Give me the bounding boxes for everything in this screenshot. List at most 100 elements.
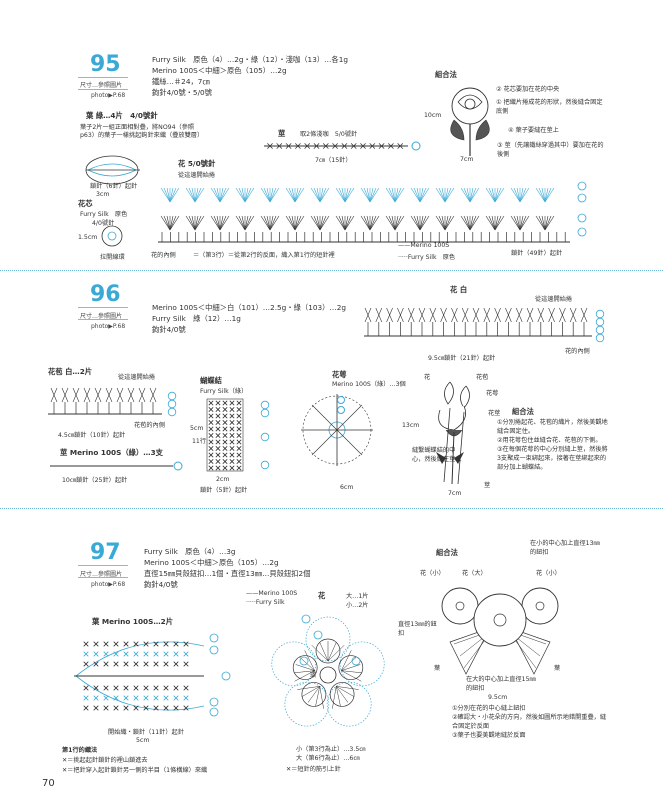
row1-line: ✕＝把針穿入起針鎖針另一側的半目（1條橫線）來織 [62,767,208,774]
stitch-mark [123,641,129,647]
stitch-mark [335,686,341,707]
stitch-mark [83,641,89,647]
stem-label-95: 莖 [278,129,286,138]
flower-label-96: 花 白 [450,285,468,294]
stitch-mark [336,686,349,703]
stitch-mark [103,685,109,691]
flower-foundation-96: 9.5㎝鎖針（21針）起針 [428,355,496,362]
row-number-circle [167,407,177,417]
stitch-mark [116,387,124,403]
flower-label-97: 花 [318,591,326,600]
fan-stitch [469,187,480,203]
fan-stitch [394,187,405,203]
stitch-mark [72,387,80,403]
stitch-mark [537,307,545,323]
fan-stitch [244,187,255,203]
stitch-mark [332,686,337,709]
assembly-label: 花 [424,374,431,381]
stitch-mark [133,641,139,647]
fan-stitch [263,187,271,203]
legend-merino-97: ——Merino 100S [246,590,298,597]
stitch-mark [173,651,179,657]
fan-stitch [344,215,352,231]
stitch-mark [569,307,577,323]
stitch-mark [173,695,179,701]
fan-stitch [369,215,374,231]
fan-stitch [444,187,452,203]
fan-stitch [469,215,480,231]
fan-stitch [463,215,471,231]
bud-start-96: 從這邊開始捲 [118,374,156,381]
stitch-mark [215,439,221,445]
bow-label-96: 蝴蝶結 [200,376,222,385]
fan-stitch [235,187,246,203]
stitch-mark [397,307,404,323]
stitch-mark [163,705,169,711]
row-number-circle [577,181,587,191]
fan-stitch [344,187,352,203]
stitch-mark [173,661,179,667]
row-number-circle [167,399,177,409]
leaf-note-95: 葉子2片一組正面相對疊，將NO94（參照p63）的葉子一樣挑起鉤針來織（疊放雙層… [80,124,204,139]
stitch-mark [294,670,315,674]
assembly-title-96: 組合法 [512,407,534,416]
stitch-mark [208,439,214,445]
assembly-label: 花（小） [420,570,445,577]
stitch-mark [494,307,501,323]
stitch-mark [451,307,458,323]
stitch-mark [397,143,404,149]
fan-stitch [394,187,402,203]
stitch-mark [153,651,159,657]
row-number-circle [313,630,323,640]
fan-stitch [469,187,477,203]
fan-stitch [266,215,271,231]
stitch-mark [123,705,129,711]
fan-stitch [319,215,330,231]
stitch-mark [133,695,139,701]
assembly-height-96: 13cm [402,422,420,429]
row-number-circle [260,460,270,470]
fan-stitch [369,187,374,203]
size-ref: 尺寸…參照圖片 [80,313,123,320]
fan-stitch [413,215,421,231]
material-line: Furry Silk 原色（4）…2g・綠（12）・淺咖（13）…各1g [152,55,349,64]
material-line: 直徑15㎜貝殼鈕扣…1個・直徑13㎜…貝殼鈕扣2個 [144,569,311,578]
stitch-mark [236,459,242,464]
stitch-mark [153,695,159,701]
stitch-mark [143,661,149,667]
fan-stitch [163,215,171,231]
fan-stitch [169,215,174,231]
stitch-mark [173,685,179,691]
fan-stitch [441,215,446,231]
fan-stitch [494,187,502,203]
fan-stitch [444,215,455,231]
stitch-mark [149,387,157,403]
assembly-label: 花（大） [462,570,487,577]
fan-stitch [269,215,280,231]
row-number-circle [301,614,311,624]
fan-stitch [535,215,546,231]
fan-stitch [438,215,446,231]
stitch-mark [388,143,394,149]
magic-ring [319,666,337,684]
stitch-mark [143,641,149,647]
fan-stitch [244,187,252,203]
stitch-mark [483,307,491,323]
fan-stitch [241,187,246,203]
rose-illustration [450,87,490,156]
stem-chart-95 [264,141,421,151]
stitch-mark [113,641,119,647]
fan-stitch [344,187,349,203]
stitch-mark [93,641,99,647]
stitch-mark [580,307,588,323]
fan-stitch [191,187,196,203]
fan-stitch [294,215,302,231]
stitch-mark [369,143,376,149]
stitch-mark [83,695,89,701]
stitch-mark [123,661,129,667]
stitch-mark [526,307,534,323]
stitch-mark [307,686,320,703]
stitch-mark [222,426,228,432]
row-number-circle [595,333,605,343]
fan-stitch [163,187,171,203]
